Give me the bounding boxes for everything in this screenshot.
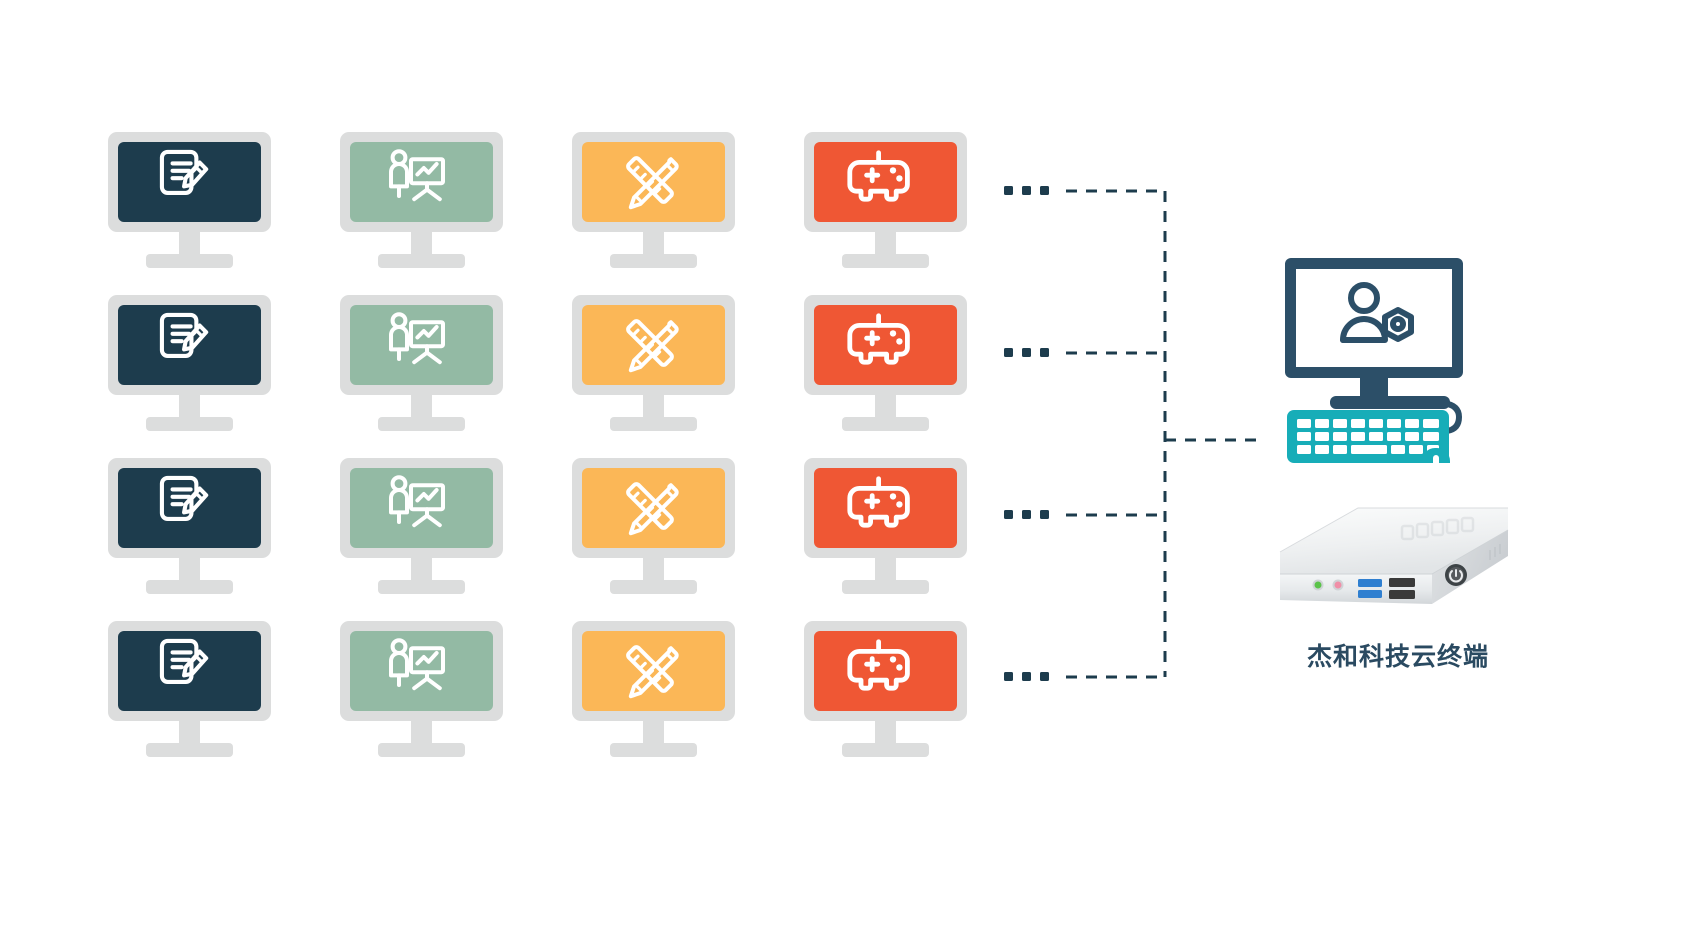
ellipsis-dot — [1040, 672, 1049, 681]
monitor-neck — [875, 232, 896, 257]
client-monitor-design[interactable] — [572, 621, 750, 761]
monitor-screen — [814, 468, 957, 548]
monitor-screen — [118, 142, 261, 222]
client-monitor-gaming[interactable] — [804, 295, 982, 435]
mini-pc-side-face — [1432, 530, 1508, 604]
monitor-base — [146, 254, 233, 268]
monitor-base — [378, 254, 465, 268]
monitor-base — [378, 417, 465, 431]
monitor-base — [610, 743, 697, 757]
client-monitor-presentation[interactable] — [340, 132, 518, 272]
monitor-screen — [582, 305, 725, 385]
monitor-neck — [643, 232, 664, 257]
monitor-neck — [179, 232, 200, 257]
ellipsis-dot — [1004, 186, 1013, 195]
client-monitor-document[interactable] — [108, 295, 286, 435]
client-monitor-gaming[interactable] — [804, 132, 982, 272]
ellipsis-dot — [1022, 348, 1031, 357]
monitor-screen — [582, 468, 725, 548]
ellipsis-dot — [1022, 672, 1031, 681]
monitor-neck — [411, 395, 432, 420]
monitor-base — [610, 254, 697, 268]
monitor-neck — [643, 395, 664, 420]
monitor-base — [842, 743, 929, 757]
monitor-neck — [411, 721, 432, 746]
monitor-base — [378, 580, 465, 594]
monitor-screen — [350, 631, 493, 711]
ellipsis-dot — [1040, 348, 1049, 357]
mini-pc-top-face — [1280, 508, 1508, 574]
monitor-neck — [643, 558, 664, 583]
monitor-screen — [350, 142, 493, 222]
usb-port-4 — [1389, 590, 1415, 599]
monitor-neck — [875, 558, 896, 583]
monitor-neck — [179, 558, 200, 583]
usb-port-3 — [1389, 578, 1415, 587]
client-monitor-design[interactable] — [572, 458, 750, 598]
monitor-base — [842, 254, 929, 268]
ellipsis-dot — [1040, 186, 1049, 195]
monitor-screen — [350, 468, 493, 548]
client-monitor-document[interactable] — [108, 458, 286, 598]
monitor-neck — [411, 558, 432, 583]
monitor-screen — [814, 631, 957, 711]
monitor-screen — [118, 631, 261, 711]
ellipsis-dot — [1022, 510, 1031, 519]
mini-pc-vents — [1489, 544, 1501, 560]
client-monitor-presentation[interactable] — [340, 295, 518, 435]
ellipsis-row-1 — [1004, 186, 1049, 195]
cloud-terminal-label: 杰和科技云终端 — [1306, 643, 1489, 671]
monitor-base — [610, 417, 697, 431]
ellipsis-row-3 — [1004, 510, 1049, 519]
mini-pc-brand-emboss — [1400, 516, 1475, 541]
usb-port-2 — [1358, 590, 1382, 598]
ellipsis-row-4 — [1004, 672, 1049, 681]
monitor-screen — [814, 305, 957, 385]
user-gear-icon — [1340, 282, 1414, 343]
monitor-base — [146, 580, 233, 594]
monitor-screen — [118, 305, 261, 385]
client-monitor-document[interactable] — [108, 621, 286, 761]
monitor-base — [378, 743, 465, 757]
client-monitor-document[interactable] — [108, 132, 286, 272]
ellipsis-row-2 — [1004, 348, 1049, 357]
ellipsis-dot — [1040, 510, 1049, 519]
monitor-base — [610, 580, 697, 594]
server-workstation[interactable] — [1283, 258, 1483, 486]
monitor-base — [842, 417, 929, 431]
client-monitor-gaming[interactable] — [804, 621, 982, 761]
ellipsis-dot — [1004, 348, 1013, 357]
client-monitor-presentation[interactable] — [340, 621, 518, 761]
ellipsis-dot — [1022, 186, 1031, 195]
client-monitor-design[interactable] — [572, 132, 750, 272]
monitor-neck — [179, 721, 200, 746]
monitor-screen — [118, 468, 261, 548]
client-monitor-presentation[interactable] — [340, 458, 518, 598]
monitor-neck — [179, 395, 200, 420]
keyboard-icon — [1287, 410, 1449, 463]
monitor-screen — [350, 305, 493, 385]
monitor-neck — [411, 232, 432, 257]
power-button — [1445, 564, 1467, 586]
monitor-screen — [814, 142, 957, 222]
usb-port-1 — [1358, 579, 1382, 587]
monitor-base — [842, 580, 929, 594]
mini-pc-device[interactable] — [1262, 490, 1510, 620]
client-monitor-gaming[interactable] — [804, 458, 982, 598]
monitor-neck — [875, 395, 896, 420]
monitor-screen — [582, 631, 725, 711]
monitor-base — [146, 743, 233, 757]
monitor-base — [146, 417, 233, 431]
monitor-neck — [643, 721, 664, 746]
ellipsis-dot — [1004, 672, 1013, 681]
client-monitor-design[interactable] — [572, 295, 750, 435]
monitor-neck — [875, 721, 896, 746]
monitor-screen — [582, 142, 725, 222]
server-monitor-frame — [1285, 258, 1463, 409]
ellipsis-dot — [1004, 510, 1013, 519]
mini-pc-ports — [1312, 578, 1415, 599]
